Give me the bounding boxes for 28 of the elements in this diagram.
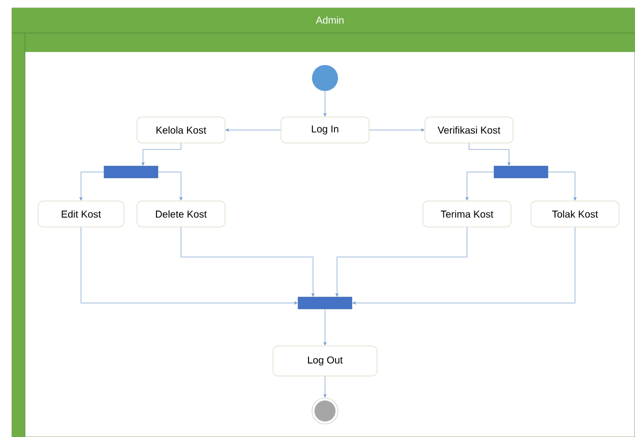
action-box: Tolak Kost [530,200,620,228]
end-circle [312,398,338,424]
action-box: Log In [280,116,370,144]
action-box: Delete Kost [136,200,226,228]
arrow [80,172,104,200]
arrow [80,227,298,304]
arrow [324,90,326,116]
arrow [548,172,576,200]
sync-bar [494,166,548,178]
arrow [226,128,281,132]
sync-bar [104,166,158,178]
arrow [142,143,182,166]
action-box: Log Out [272,346,378,376]
action-box: Kelola Kost [136,116,226,144]
arrow [158,172,182,200]
arrow [352,227,576,304]
arrow [324,308,326,346]
action-box: Terima Kost [422,200,512,228]
start-circle [312,65,338,91]
arrow [324,376,326,398]
arrow [466,172,494,200]
sync-bar [298,296,352,310]
arrow [369,128,424,132]
arrow [468,143,510,166]
arrow [180,227,314,296]
action-box: Edit Kost [38,200,124,228]
arrow [336,227,468,296]
action-box: Verifikasi Kost [424,116,514,144]
